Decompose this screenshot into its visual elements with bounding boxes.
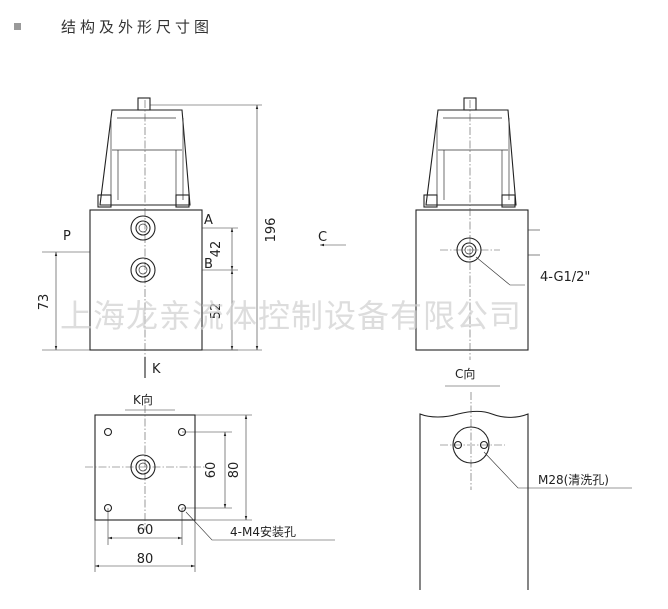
port-a-label: A: [204, 213, 213, 228]
dim-42: 42: [209, 241, 224, 258]
bullet-square-icon: [14, 22, 21, 30]
top-view-body: [419, 410, 529, 590]
side-port-label: 4-G1/2": [540, 270, 590, 285]
coil-outline: [99, 109, 191, 206]
bottom-view: K向 60 80 60 80 4-M4安装孔: [85, 392, 335, 572]
bottom-dim-80-h: 80: [137, 552, 154, 567]
view-mark-c: C: [318, 230, 327, 245]
watermark: 上海龙亲流体控制设备有限公司: [60, 297, 522, 335]
header: 结构及外形尺寸图: [14, 14, 213, 38]
side-coil-outline: [425, 109, 517, 206]
stem: [137, 97, 151, 111]
side-valve-body: [415, 209, 529, 351]
port-b-label: B: [204, 257, 213, 272]
top-view-title: C向: [455, 366, 475, 381]
bottom-view-title: K向: [133, 392, 153, 407]
side-port-circle: [456, 237, 482, 263]
port-b-circle: [130, 257, 156, 283]
front-view: A B P 42 52 196 73 K: [37, 97, 279, 378]
dim-196: 196: [264, 218, 279, 243]
side-view: 4-G1/2" C: [318, 97, 590, 360]
top-view: C向 M28(清洗孔): [419, 366, 632, 590]
page-title: 结构及外形尺寸图: [61, 17, 214, 36]
dim-73: 73: [37, 294, 52, 311]
port-p-label: P: [63, 229, 71, 244]
bottom-dim-80-v: 80: [227, 462, 242, 479]
mount-holes-label: 4-M4安装孔: [230, 524, 296, 539]
clean-hole-label: M28(清洗孔): [538, 473, 609, 487]
bottom-dim-60-v: 60: [204, 462, 219, 479]
clean-hole-circle: [452, 426, 490, 464]
valve-body: [89, 209, 203, 351]
bottom-port-circle: [130, 454, 156, 480]
port-a-circle: [130, 215, 156, 241]
bottom-dim-60-h: 60: [137, 523, 154, 538]
mount-hole: [103, 427, 113, 437]
dim-52: 52: [209, 303, 224, 320]
view-mark-k: K: [152, 362, 161, 377]
